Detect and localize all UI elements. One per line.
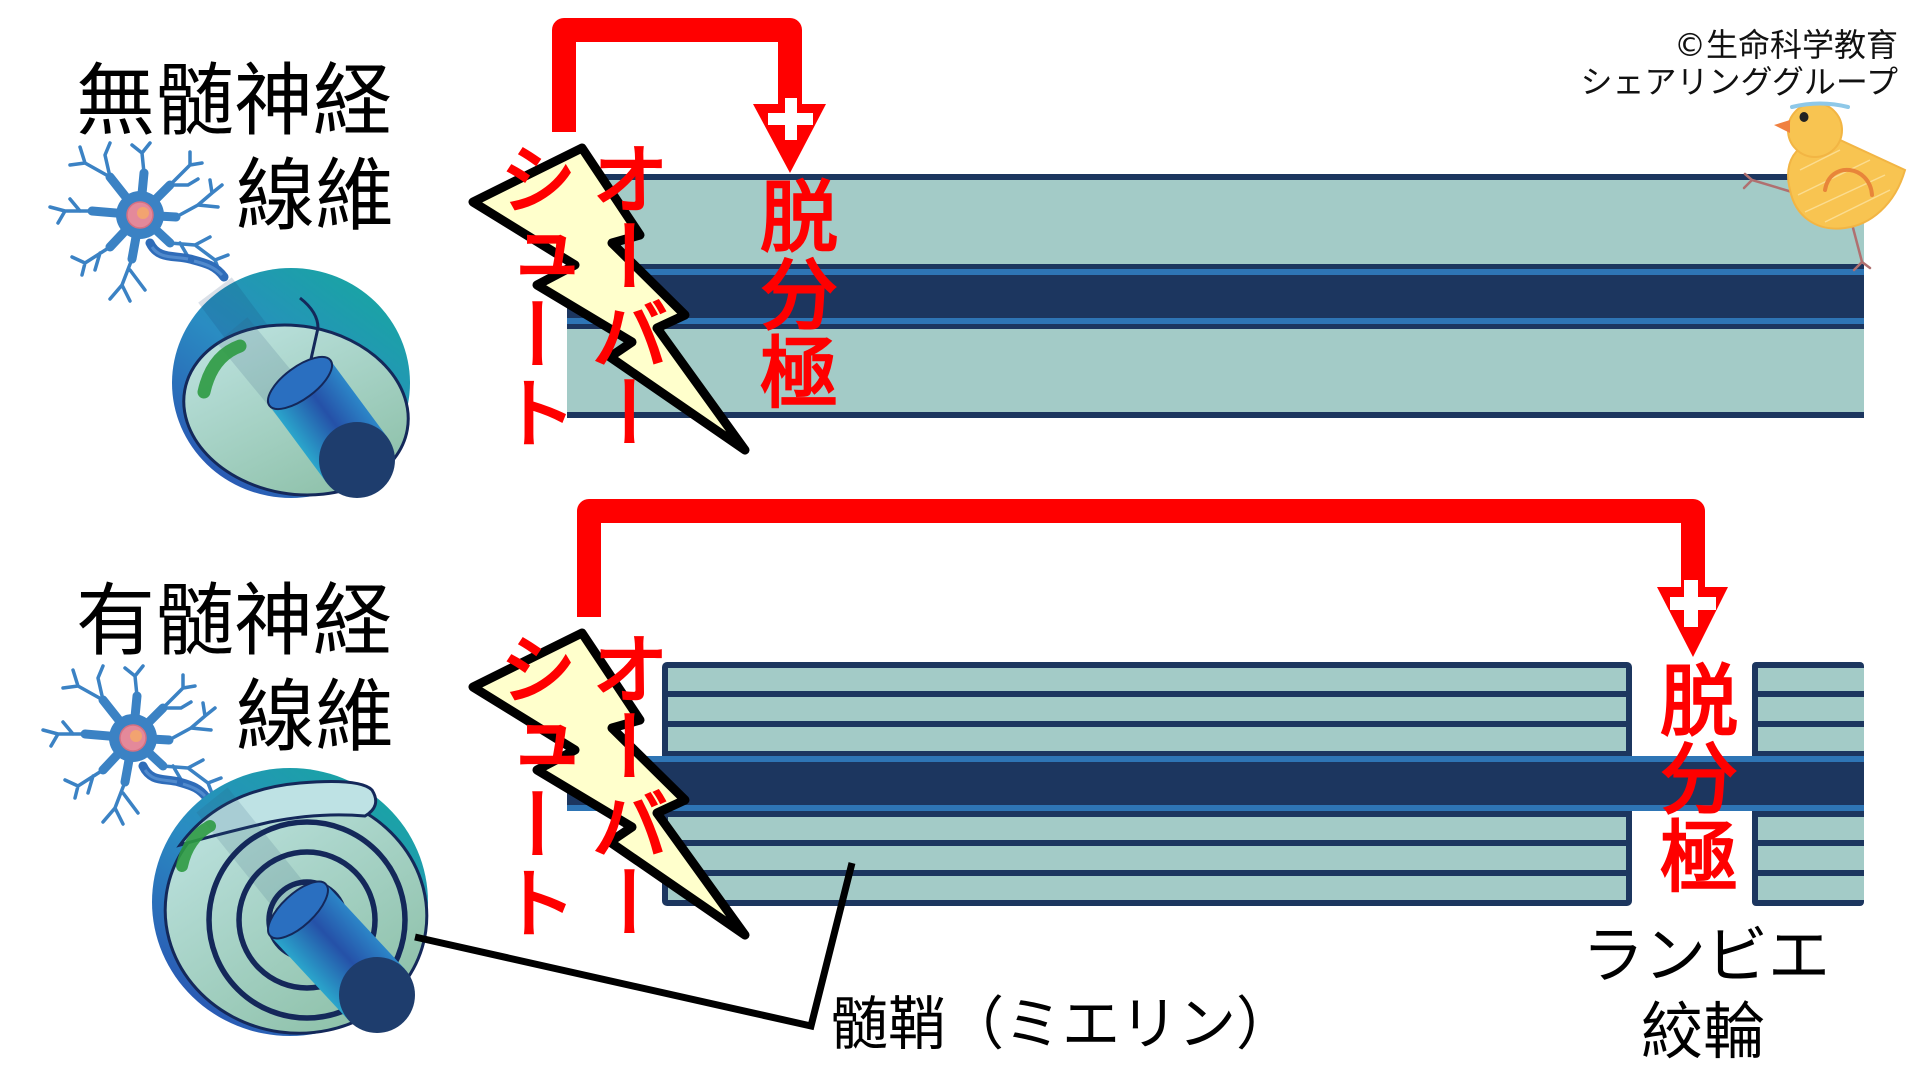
copyright-line1: ©生命科学教育 [1673,26,1898,64]
unmyelinated-axon-tube [567,174,1864,418]
myelin-layer [668,727,1626,751]
myelinated-axon-tube [567,662,1864,906]
myelin-layer [668,876,1626,900]
copyright-line2: シェアリンググループ [1580,63,1898,101]
neuron-icon [48,141,230,303]
node-of-ranvier-label-line2: 絞輪 [1640,995,1765,1068]
axon-end [319,422,395,498]
lightning-bolt-icon [468,628,750,940]
axoplasm-lower [567,329,1864,412]
myelin-layer [668,697,1626,721]
chick-mascot-icon [1742,101,1907,272]
red-bracket-arrow-icon [552,18,826,173]
overshoot-label-column-left: シュート [486,139,576,451]
axon-end [339,957,415,1033]
fiber-cross-section-icon [172,268,410,498]
myelin-layer [1758,817,1864,840]
unmyelinated-title-line1: 無髄神経 [76,55,392,147]
myelin-label: 髄鞘（ミエリン） [830,990,1295,1058]
unmyelinated-title-line2: 線維 [236,150,394,242]
axoplasm-upper [567,180,1864,264]
myelin-layer [1758,876,1864,900]
overshoot-label-column-left: シュート [486,629,576,941]
overshoot-label-column-right: オーバー [578,139,668,451]
node-of-ranvier-label-line1: ランビエ [1581,919,1830,992]
myelinated-title-line2: 線維 [236,671,394,763]
nucleolus [130,730,142,742]
fiber-cross-section-icon [152,768,429,1036]
nucleolus [137,207,149,219]
myelinated-title-line1: 有髄神経 [76,575,392,667]
lightning-bolt-icon [468,143,750,455]
myelin-layer [1758,727,1864,751]
overshoot-label-column-right: オーバー [578,629,668,941]
plus-icon [1670,580,1716,627]
depolarization-label: 脱分極 [747,176,837,410]
axon-core [567,762,1864,805]
myelin-layer [1758,697,1864,721]
axon-core-edge-lower [567,318,1864,324]
myelin-layer [668,846,1626,870]
myelin-layer [1758,846,1864,870]
depolarization-label: 脱分極 [1647,660,1737,894]
myelin-layer [1758,668,1864,691]
neuron-icon [41,664,223,826]
myelin-layer [668,668,1626,691]
plus-icon [768,98,813,140]
red-bracket-arrow-icon [577,499,1728,657]
myelin-flap [176,780,378,848]
myelin-leader-line [414,862,856,1031]
myelin-layer [668,817,1626,840]
axon-core-edge-upper [567,269,1864,275]
